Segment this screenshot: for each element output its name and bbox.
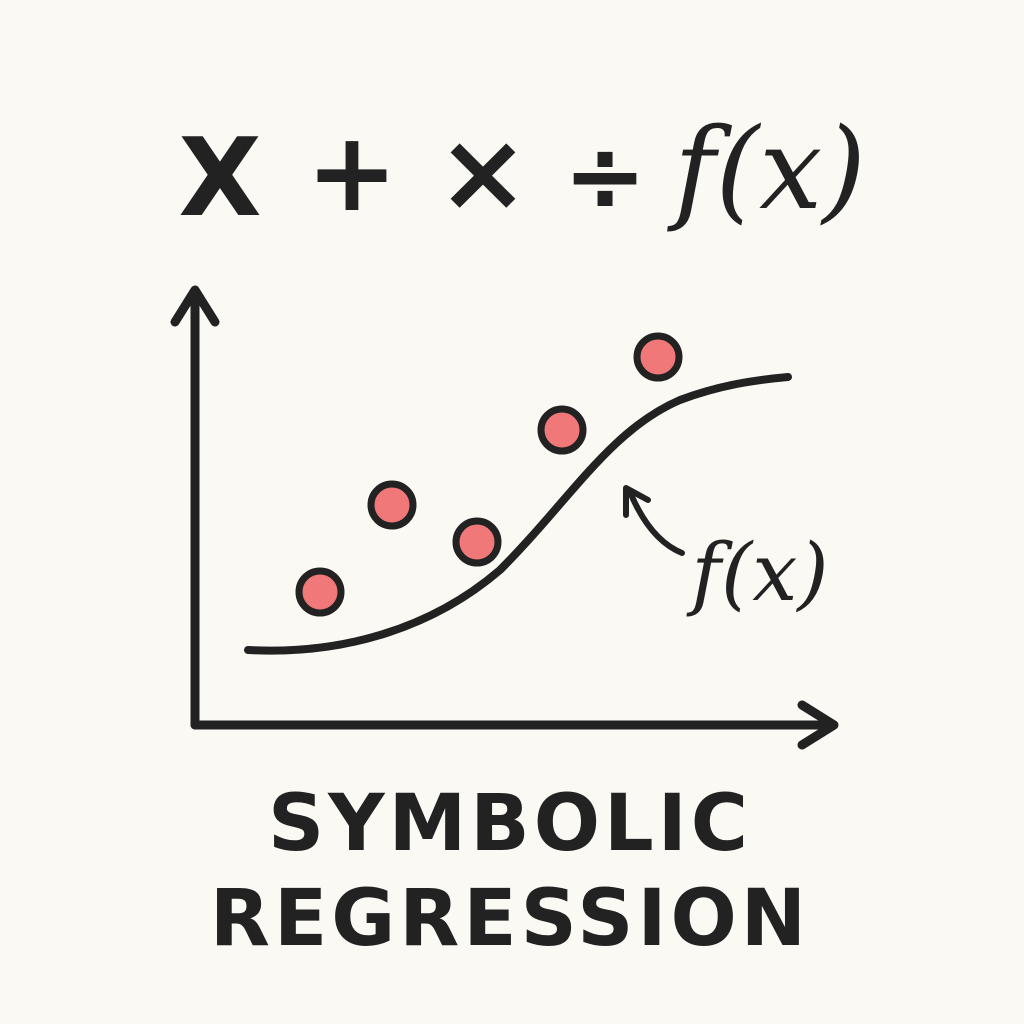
formula-token-divide: ÷ xyxy=(563,117,647,234)
data-point xyxy=(367,480,417,530)
x-axis-arrowhead xyxy=(797,700,839,750)
fitted-curve xyxy=(244,373,792,655)
caption: SYMBOLIC REGRESSION xyxy=(210,779,810,964)
annotation-arrow-shaft xyxy=(627,489,685,556)
formula-token-x: X xyxy=(178,116,261,241)
plot-axes xyxy=(170,285,839,750)
caption-line-1: SYMBOLIC xyxy=(268,779,752,869)
formula-row: X + × ÷ f(x) xyxy=(178,105,866,241)
data-point xyxy=(295,567,345,617)
data-point xyxy=(633,332,683,382)
data-point xyxy=(537,405,587,455)
curve-label: f(x) xyxy=(686,526,828,619)
y-axis-arrowhead xyxy=(170,285,220,327)
data-points xyxy=(295,332,683,617)
data-point xyxy=(452,517,502,567)
annotation-arrow-head xyxy=(623,485,651,518)
curve-annotation: f(x) xyxy=(623,485,829,619)
formula-token-times: × xyxy=(437,108,529,236)
formula-token-plus: + xyxy=(306,108,398,236)
caption-line-2: REGRESSION xyxy=(210,874,810,964)
formula-token-function: f(x) xyxy=(667,105,866,235)
